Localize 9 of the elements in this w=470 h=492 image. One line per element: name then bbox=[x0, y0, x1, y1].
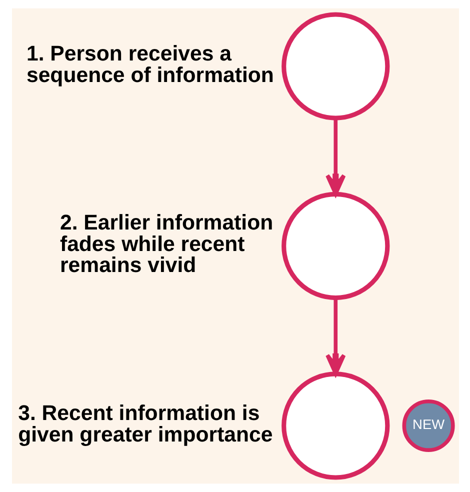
arrow bbox=[325, 118, 346, 196]
node-circle bbox=[281, 192, 390, 300]
node-label: 3. Recent information is given greater importance bbox=[18, 400, 272, 446]
node-label: 2. Earlier information fades while recent remains vivid bbox=[59, 210, 273, 278]
node-circle bbox=[281, 12, 390, 120]
arrow bbox=[325, 298, 346, 376]
node-circle: NEW bbox=[402, 399, 454, 452]
node-label: 1. Person receives a sequence of information bbox=[26, 42, 274, 87]
node-circle bbox=[281, 372, 390, 480]
